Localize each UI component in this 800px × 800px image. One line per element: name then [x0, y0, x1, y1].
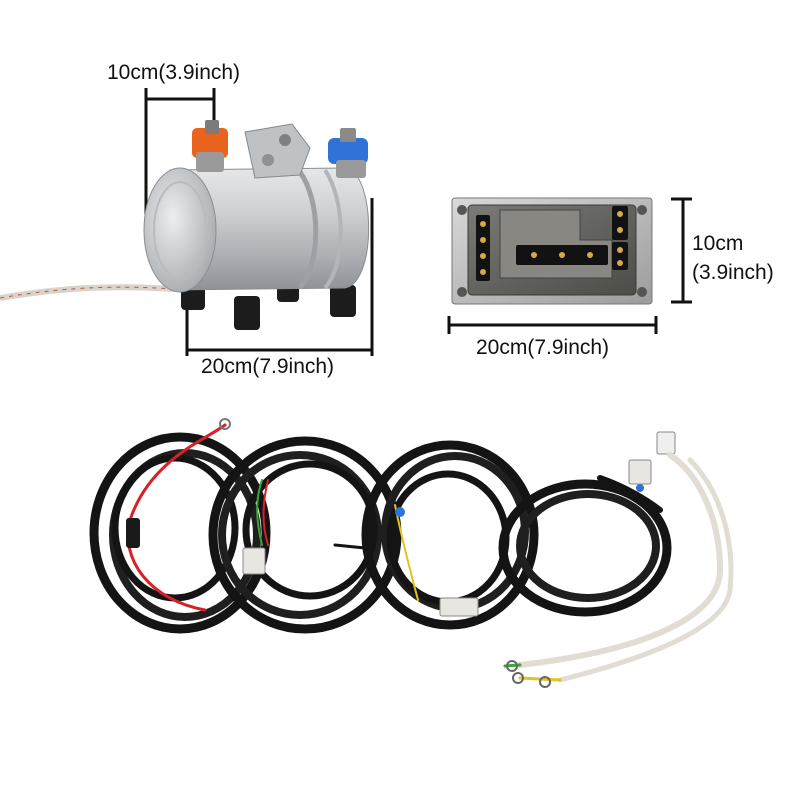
compressor-length-label: 20cm(7.9inch)	[201, 355, 335, 378]
wiring-harness	[89, 418, 734, 688]
white-sensor-cable	[503, 431, 734, 688]
controller-module	[451, 197, 653, 305]
controller-width-label: 20cm(7.9inch)	[476, 336, 610, 359]
compressor-width-label: 10cm(3.9inch)	[107, 61, 241, 84]
controller-dimension-brackets	[447, 197, 692, 334]
controller-height-label-inch: (3.9inch)	[692, 261, 774, 284]
controller-height-label-cm: 10cm	[692, 232, 744, 255]
compressor	[0, 120, 370, 330]
harness-coil-4	[498, 459, 672, 617]
harness-coil-2	[208, 436, 402, 634]
